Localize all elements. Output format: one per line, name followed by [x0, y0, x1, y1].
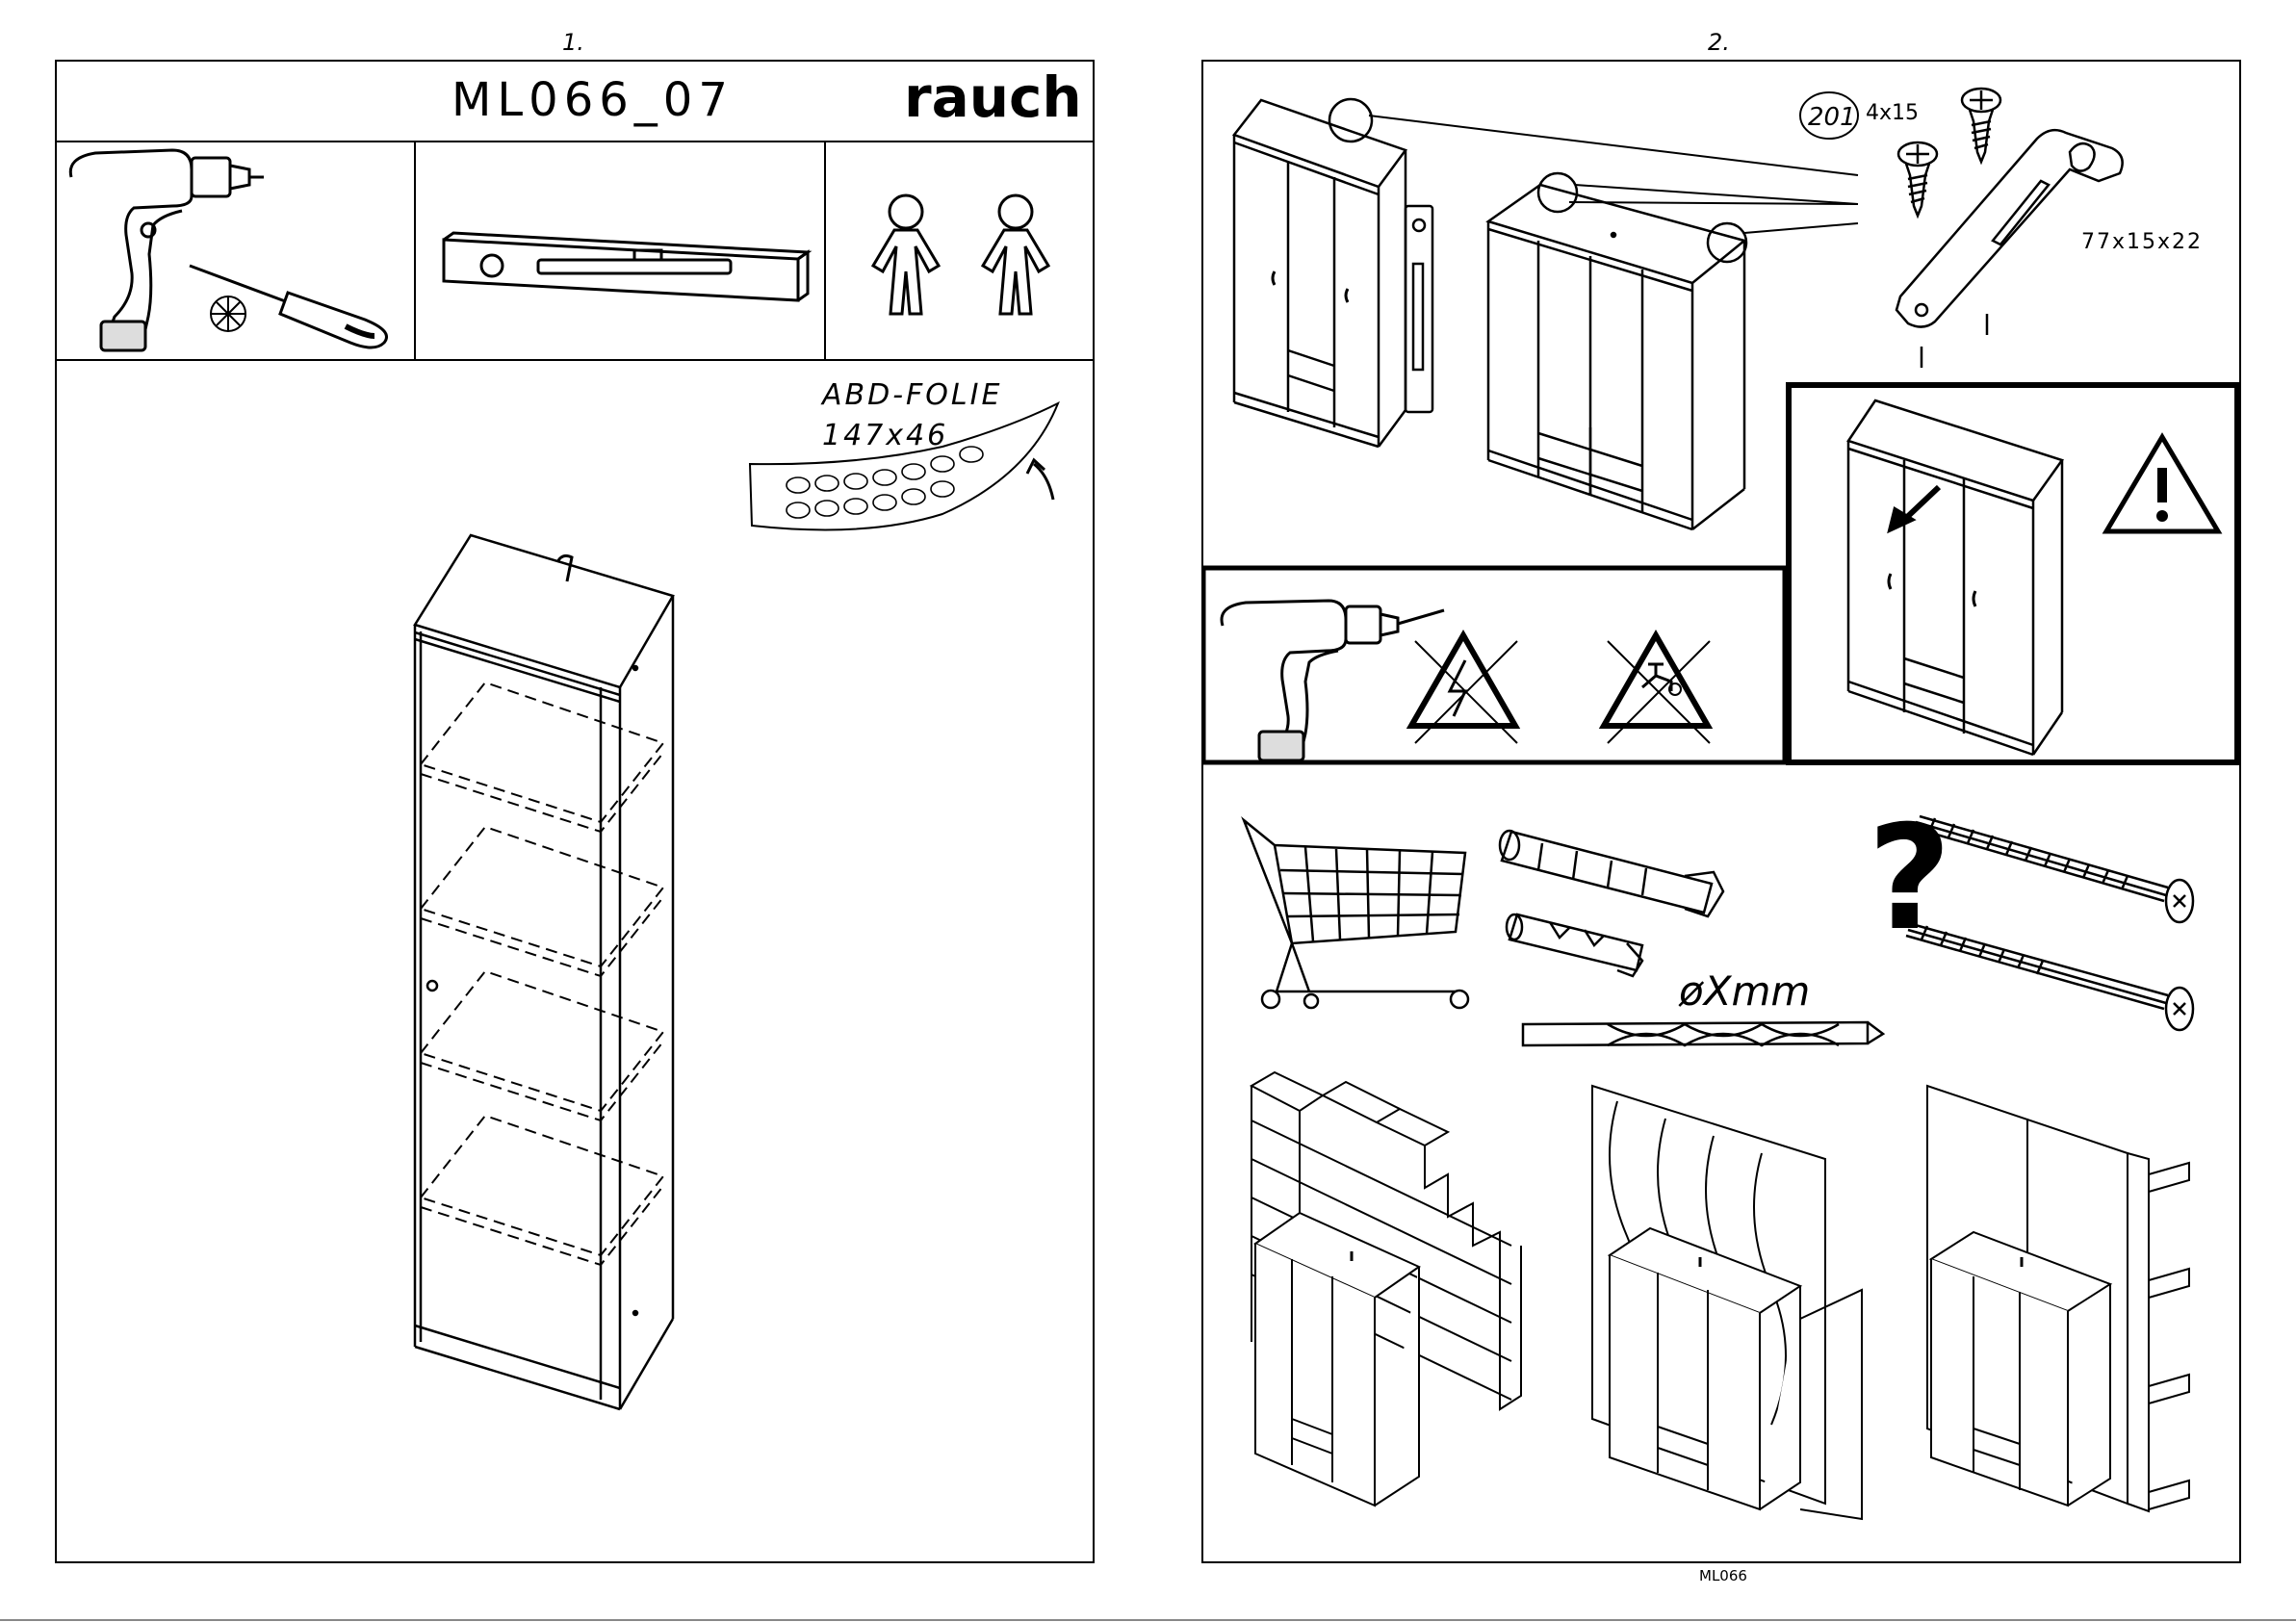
no-water-pipe-icon — [1604, 635, 1710, 743]
foil-label: ABD-FOLIE — [820, 378, 1002, 412]
document-code: ML066 — [1699, 1567, 1747, 1584]
instruction-page-2: 201 4x15 77x15x22 — [1201, 60, 2241, 1563]
cart-icon — [1244, 820, 1468, 1008]
page-number-2: 2. — [1708, 29, 1730, 56]
foil-size: 147x46 — [822, 419, 948, 452]
tip-over-warning-frame — [1789, 385, 2237, 762]
hammer-drill-icon — [1222, 601, 1444, 760]
no-electric-cable-icon — [1411, 635, 1517, 743]
wall-plug-icon — [1500, 831, 1723, 976]
tall-cabinet-illustration — [415, 535, 673, 1409]
drill-diameter: øXmm — [1678, 967, 1810, 1015]
page-1-canvas: ML066_07 rauch — [57, 62, 1093, 1561]
wood-wall-mounting-illustration — [1592, 1086, 1862, 1519]
drywall-mounting-illustration — [1927, 1086, 2189, 1511]
spirit-level-icon — [444, 233, 808, 300]
callout-lines — [1369, 116, 1858, 233]
brand-logo: rauch — [904, 64, 1082, 130]
wardrobe-four-door-illustration — [1488, 173, 1746, 529]
bracket-size: 77x15x22 — [2081, 230, 2203, 254]
part-number: 201 — [1808, 103, 1856, 132]
wardrobe-with-level-illustration — [1234, 99, 1432, 447]
warning-icon — [2106, 437, 2218, 531]
screwdriver-icon — [190, 266, 387, 348]
model-code: ML066_07 — [451, 73, 734, 127]
tipping-wardrobe-illustration — [1848, 400, 2062, 755]
drill-bit-icon — [1523, 1022, 1883, 1045]
page-2-canvas: 201 4x15 77x15x22 — [1203, 62, 2239, 1561]
instruction-page-1: ML066_07 rauch — [55, 60, 1095, 1563]
screw-size: 4x15 — [1866, 101, 1919, 125]
brick-wall-mounting-illustration — [1251, 1072, 1521, 1506]
page-number-1: 1. — [562, 29, 584, 56]
page-bottom-edge — [0, 1619, 2296, 1621]
phillips-screw-icon — [211, 296, 245, 331]
two-persons-icon — [873, 195, 1048, 314]
